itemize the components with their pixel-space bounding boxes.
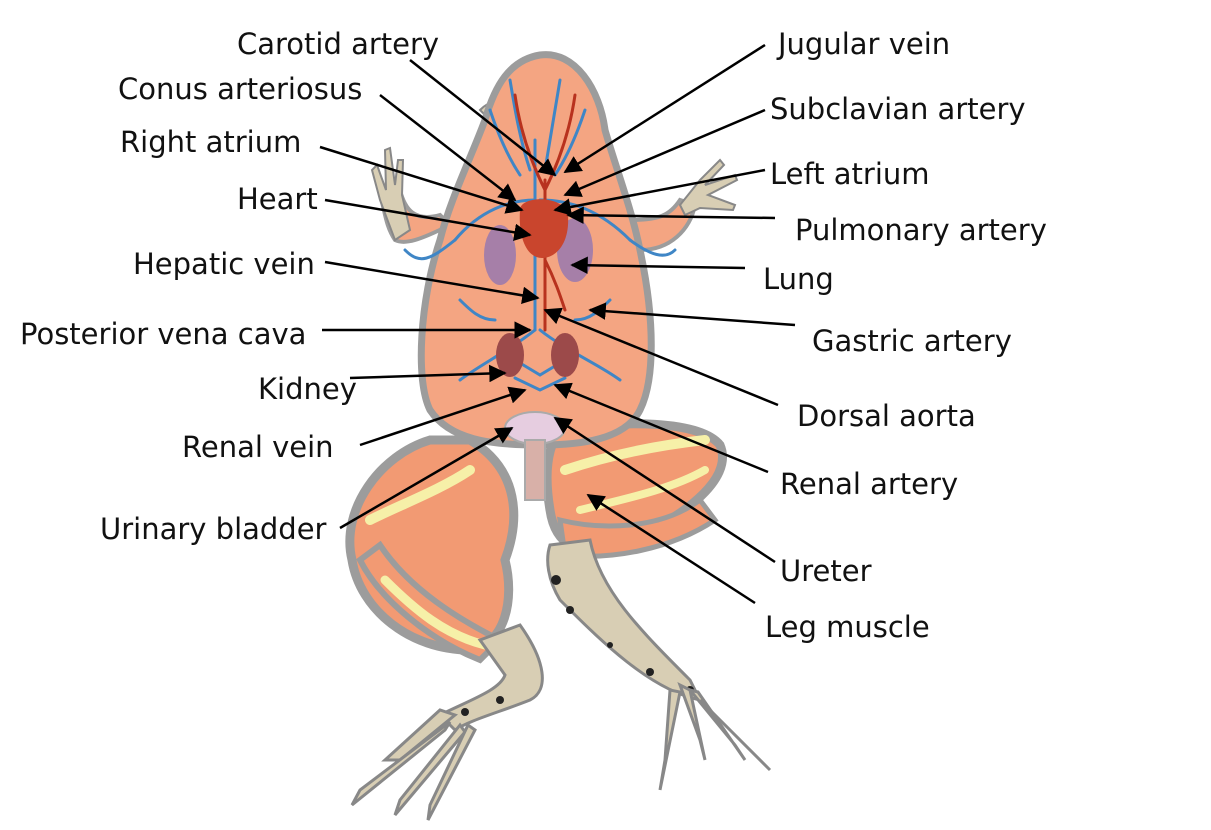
- arrow-jugular: [563, 43, 766, 174]
- arrow-carotid: [409, 59, 557, 177]
- right-lower-leg: [546, 538, 703, 703]
- arrow-bladder: [339, 426, 514, 530]
- arrow-lung: [570, 256, 746, 275]
- label-subclavian-artery: Subclavian artery: [770, 92, 1026, 126]
- label-leg-muscle: Leg muscle: [765, 610, 930, 644]
- label-posterior-vena-cava: Posterior vena cava: [20, 317, 307, 351]
- left-hand: [370, 146, 412, 242]
- arrow-hepatic: [324, 260, 540, 305]
- left-lung: [484, 225, 516, 285]
- label-lung: Lung: [763, 262, 834, 296]
- arrow-subclavian: [563, 108, 766, 197]
- label-urinary-bladder: Urinary bladder: [100, 512, 327, 546]
- label-heart: Heart: [237, 182, 318, 216]
- label-right-atrium: Right atrium: [120, 125, 302, 159]
- arrow-dorsal-aorta: [543, 307, 779, 407]
- label-left-atrium: Left atrium: [770, 157, 930, 191]
- arrow-pulmonary: [566, 206, 776, 224]
- label-renal-vein: Renal vein: [182, 430, 334, 464]
- arrow-renal-artery: [553, 382, 769, 474]
- label-kidney: Kidney: [258, 372, 357, 406]
- organs: [484, 199, 593, 501]
- arrow-heart: [324, 198, 532, 241]
- label-carotid-artery: Carotid artery: [237, 27, 440, 61]
- pointer-arrows: [319, 43, 796, 605]
- arrow-left-atrium: [553, 168, 766, 216]
- right-kidney: [551, 333, 579, 377]
- arrow-kidney: [349, 364, 507, 383]
- label-pulmonary-artery: Pulmonary artery: [795, 213, 1047, 247]
- arrow-renal-vein: [359, 386, 527, 447]
- arrow-leg-muscle: [586, 493, 756, 605]
- label-dorsal-aorta: Dorsal aorta: [797, 399, 976, 433]
- arrow-right-atrium: [319, 145, 524, 214]
- label-renal-artery: Renal artery: [780, 467, 959, 501]
- hind-legs: [345, 419, 772, 821]
- left-kidney: [496, 333, 524, 377]
- label-gastric-artery: Gastric artery: [812, 324, 1012, 358]
- label-jugular-vein: Jugular vein: [778, 27, 951, 61]
- right-hand: [678, 158, 739, 217]
- arrow-conus: [379, 94, 517, 202]
- label-ureter: Ureter: [780, 554, 872, 588]
- cloaca: [524, 439, 546, 501]
- label-hepatic-vein: Hepatic vein: [133, 247, 315, 281]
- left-lower-leg: [437, 623, 544, 732]
- label-conus-arteriosus: Conus arteriosus: [118, 72, 363, 106]
- arrow-gastric: [588, 302, 796, 327]
- arrow-ureter: [553, 416, 776, 564]
